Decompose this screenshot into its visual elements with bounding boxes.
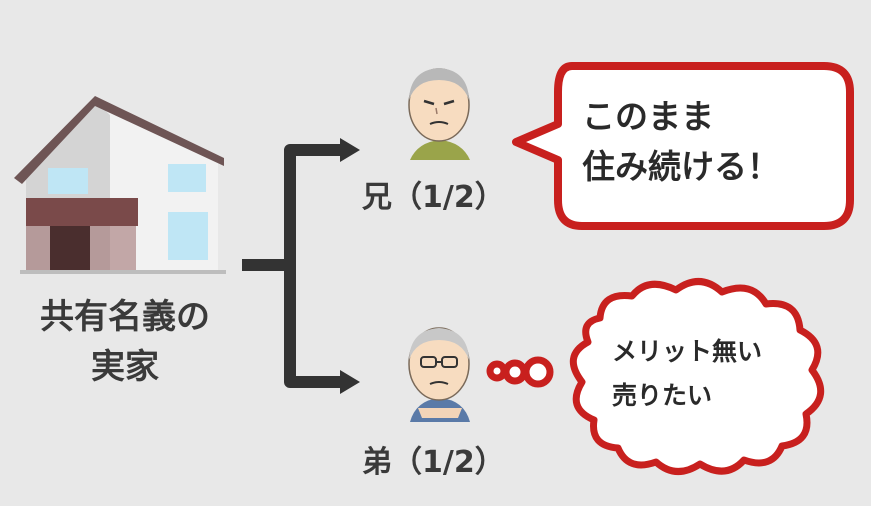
speech-bubble	[512, 62, 854, 230]
speech-bubble-text: このまま 住み続ける！	[582, 92, 832, 192]
arrow-head-bottom	[340, 370, 360, 394]
speech-line2: 住み続ける！	[582, 147, 780, 186]
arrow-head-top	[340, 138, 360, 162]
younger-brother-label: 弟（1/2）	[362, 445, 505, 480]
house-label: 共有名義の 実家	[20, 292, 230, 392]
branch-arrows	[242, 144, 345, 388]
house-label-line1: 共有名義の	[40, 297, 210, 337]
house-icon	[14, 96, 226, 274]
house-label-line2: 実家	[91, 347, 159, 387]
thought-bubble	[486, 278, 825, 475]
older-brother-avatar	[408, 68, 470, 160]
thought-line1: メリット無い	[612, 337, 763, 366]
older-brother-label: 兄（1/2）	[362, 180, 505, 215]
younger-brother-avatar	[408, 327, 470, 422]
speech-line1: このまま	[582, 97, 714, 136]
thought-bubble-text: メリット無い 売りたい	[612, 330, 832, 418]
thought-line2: 売りたい	[612, 381, 713, 410]
